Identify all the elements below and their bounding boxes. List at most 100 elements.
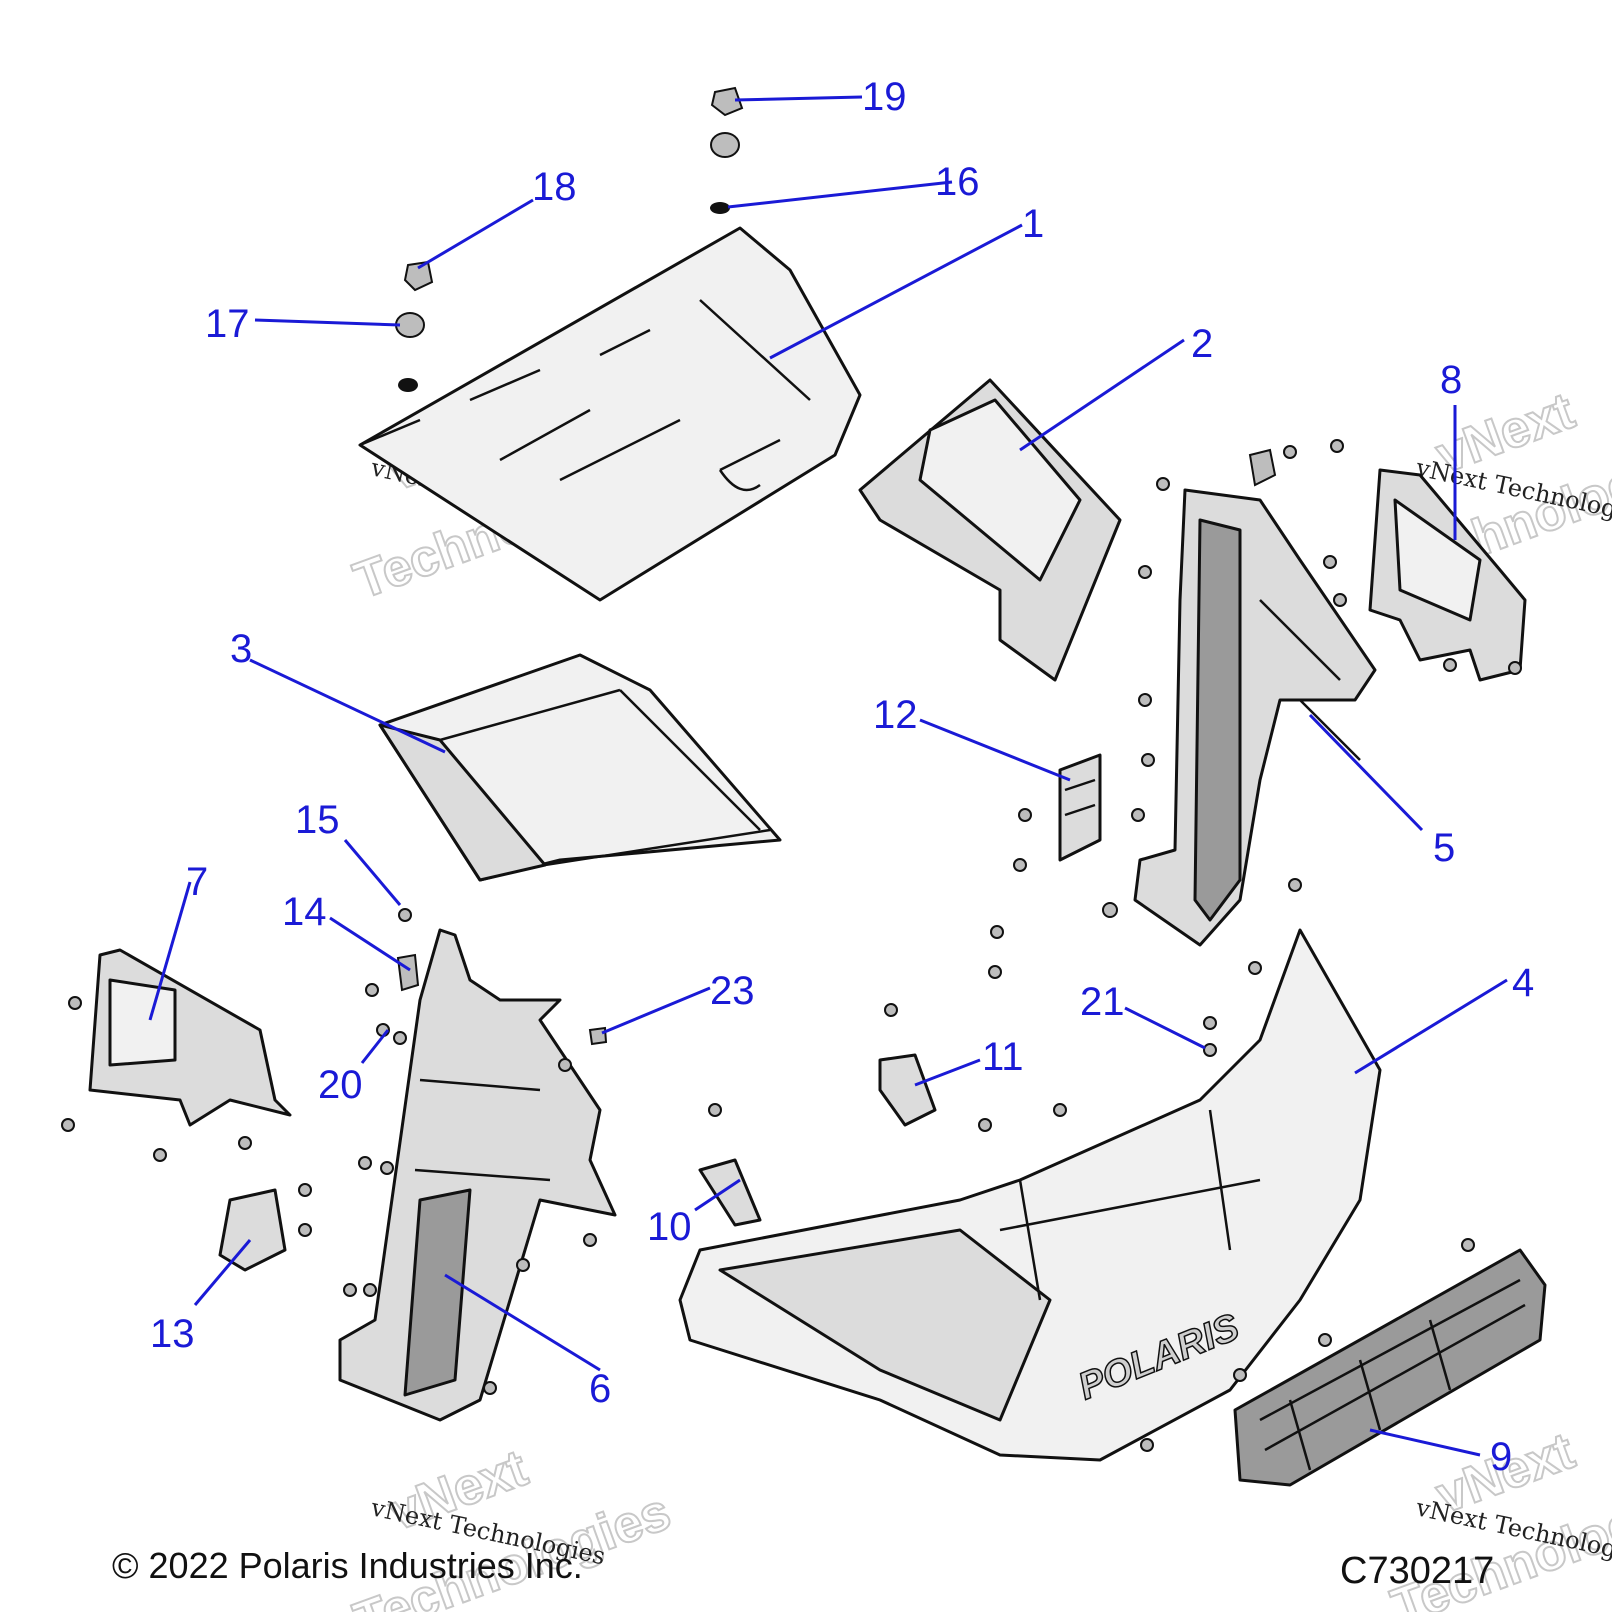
screw-icon: [583, 1233, 597, 1247]
screw-icon: [884, 1003, 898, 1017]
leader-21: [1124, 1006, 1206, 1050]
callout-1: 1: [1022, 202, 1044, 246]
screw-icon: [1102, 902, 1118, 918]
leader-13: [193, 1239, 252, 1306]
left-side-frame-part: [338, 928, 617, 1422]
screw-icon: [1140, 1438, 1154, 1452]
hood-part: [358, 226, 862, 602]
fastener-19-icon: [710, 86, 744, 117]
screw-icon: [1131, 808, 1145, 822]
bracket-10-part: [698, 1158, 762, 1227]
callout-12: 12: [873, 693, 918, 737]
callout-10: 10: [647, 1205, 692, 1249]
screw-icon: [343, 1283, 357, 1297]
screw-21-icon: [1203, 1043, 1217, 1057]
screw-icon: [365, 983, 379, 997]
screw-icon: [68, 996, 82, 1010]
screw-icon: [1318, 1333, 1332, 1347]
leader-4: [1354, 978, 1508, 1075]
callout-16: 16: [935, 160, 980, 204]
washer-icon: [398, 378, 418, 392]
callout-9: 9: [1490, 1435, 1512, 1479]
leader-20: [360, 1029, 390, 1064]
leader-12: [919, 718, 1071, 782]
clip-23-icon: [588, 1026, 608, 1046]
callout-4: 4: [1512, 961, 1534, 1005]
callout-18: 18: [532, 165, 577, 209]
screw-icon: [1053, 1103, 1067, 1117]
screw-icon: [238, 1136, 252, 1150]
callout-3: 3: [230, 627, 252, 671]
callout-11: 11: [982, 1035, 1024, 1079]
screw-icon: [708, 1103, 722, 1117]
callout-6: 6: [589, 1367, 611, 1411]
leader-19: [734, 95, 863, 102]
leader-17: [254, 318, 401, 327]
washer-16-icon: [710, 202, 730, 214]
callouts: 1 2 3 4 5 6 7 8 9 10 11 12 13 14 15 16 1…: [150, 75, 1534, 1479]
grommet-17-icon: [395, 312, 425, 338]
callout-23: 23: [710, 969, 755, 1013]
bracket-13-part: [218, 1188, 287, 1272]
screw-icon: [393, 1031, 407, 1045]
diagram-code: C730217: [1340, 1550, 1494, 1592]
leader-11: [914, 1058, 981, 1087]
screw-icon: [1248, 961, 1262, 975]
dash-panel-part: [858, 378, 1122, 682]
storage-tray-part: [378, 653, 782, 882]
screw-icon: [988, 965, 1002, 979]
screw-icon: [1330, 439, 1344, 453]
screw-icon: [1461, 1238, 1475, 1252]
screw-icon: [358, 1156, 372, 1170]
screw-icon: [1323, 555, 1337, 569]
screw-icon: [1443, 658, 1457, 672]
leader-lines: [148, 95, 1508, 1457]
leader-15: [343, 839, 402, 906]
leader-9: [1369, 1428, 1481, 1457]
screw-icon: [1138, 693, 1152, 707]
screw-icon: [1333, 593, 1347, 607]
hardware-group: [61, 86, 1522, 1452]
screw-icon: [1288, 878, 1302, 892]
screw-icon: [990, 925, 1004, 939]
callout-17: 17: [205, 302, 250, 346]
leader-23: [601, 986, 711, 1035]
front-grille-part: [1233, 1248, 1547, 1487]
screw-icon: [1138, 565, 1152, 579]
screw-icon: [516, 1258, 530, 1272]
leader-7: [148, 881, 192, 1021]
screw-15-icon: [398, 908, 412, 922]
leader-5: [1308, 713, 1424, 832]
callout-21: 21: [1080, 980, 1125, 1024]
leader-16: [727, 180, 953, 209]
callout-5: 5: [1433, 826, 1455, 870]
leader-3: [249, 658, 446, 754]
callout-13: 13: [150, 1312, 195, 1356]
callout-15: 15: [295, 798, 340, 842]
bracket-11-part: [878, 1053, 937, 1127]
screw-icon: [380, 1161, 394, 1175]
bracket-12-part: [1058, 753, 1102, 862]
screw-icon: [1156, 477, 1170, 491]
leader-6: [444, 1273, 601, 1372]
leader-1: [769, 223, 1023, 360]
screw-icon: [1203, 1016, 1217, 1030]
copyright-text: © 2022 Polaris Industries Inc.: [112, 1545, 583, 1586]
screw-icon: [558, 1058, 572, 1072]
leader-18: [417, 198, 534, 270]
front-bumper-part: POLARIS: [678, 928, 1382, 1462]
callout-7: 7: [186, 860, 208, 904]
screw-icon: [483, 1381, 497, 1395]
screw-icon: [298, 1223, 312, 1237]
right-side-frame-part: [1133, 488, 1377, 947]
screw-icon: [1283, 445, 1297, 459]
screw-icon: [363, 1283, 377, 1297]
screw-icon: [298, 1183, 312, 1197]
leader-14: [329, 916, 411, 972]
leader-10: [694, 1178, 741, 1212]
callout-19: 19: [862, 75, 907, 119]
callout-2: 2: [1191, 322, 1213, 366]
clip-icon: [1248, 448, 1277, 487]
screw-icon: [1141, 753, 1155, 767]
